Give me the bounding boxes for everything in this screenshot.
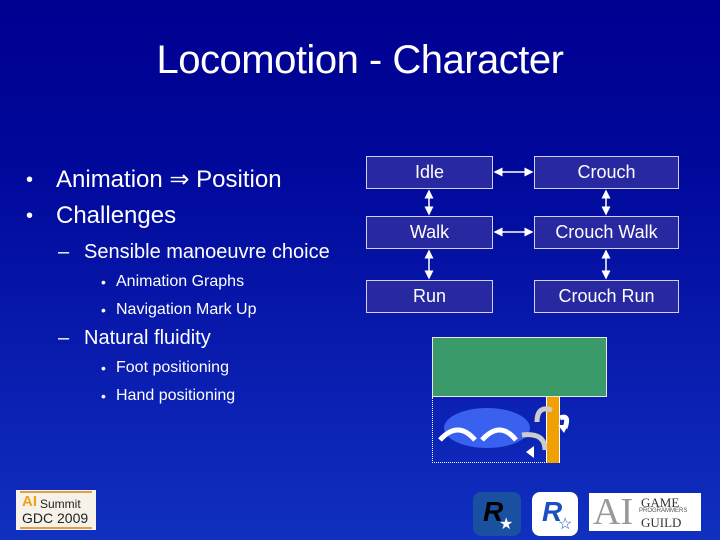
obstacle-panel: [432, 337, 607, 397]
sub-bullet-text: Natural fluidity: [84, 327, 211, 349]
node-run: Run: [366, 280, 493, 313]
logo-bar: [20, 491, 92, 493]
bullet-list: Animation ⇒ Position Challenges – Sensib…: [26, 162, 334, 410]
logo-guild-ai: AI: [593, 491, 634, 533]
bullet-challenges: Challenges: [26, 198, 334, 234]
dotted-boundary: [432, 397, 549, 463]
logo-bar: [20, 527, 92, 529]
star-icon: ★: [499, 516, 514, 533]
logo-guild-guild: GUILD: [641, 515, 682, 530]
logo-ai-text: AI: [22, 493, 37, 510]
item-hand-positioning: Hand positioning: [26, 382, 334, 410]
logo-gdc-text: GDC 2009: [22, 510, 89, 526]
logo-summit-text: Summit: [40, 497, 81, 511]
rockstar-logo-light: R ☆: [532, 492, 578, 536]
node-crouch: Crouch: [534, 156, 679, 189]
ai-summit-gdc-logo: AI Summit GDC 2009: [16, 490, 96, 530]
star-outline-icon: ☆: [558, 516, 573, 533]
sub-bullet-manoeuvre: – Sensible manoeuvre choice: [26, 240, 334, 264]
node-crouch-run: Crouch Run: [534, 280, 679, 313]
logo-r-letter: R: [483, 496, 504, 527]
bullet-animation-position: Animation ⇒ Position: [26, 162, 334, 198]
logo-r-letter: R: [542, 496, 563, 527]
rockstar-logo-dark: R ★: [473, 492, 521, 536]
item-animation-graphs: Animation Graphs: [26, 268, 334, 296]
node-crouch-walk: Crouch Walk: [534, 216, 679, 249]
slide-title: Locomotion - Character: [156, 38, 564, 82]
sub-bullet-text: Sensible manoeuvre choice: [84, 241, 330, 263]
item-navigation-markup: Navigation Mark Up: [26, 296, 334, 324]
dash-marker: –: [58, 327, 70, 349]
node-walk: Walk: [366, 216, 493, 249]
node-idle: Idle: [366, 156, 493, 189]
dash-marker: –: [58, 241, 70, 263]
item-foot-positioning: Foot positioning: [26, 354, 334, 382]
pole: [546, 397, 560, 463]
sub-bullet-fluidity: – Natural fluidity: [26, 326, 334, 350]
ai-game-programmers-guild-logo: AI GAME PROGRAMMERS GUILD: [589, 493, 701, 531]
logo-guild-game: GAME: [641, 495, 680, 510]
logo-guild-programmers: PROGRAMMERS: [639, 508, 688, 514]
